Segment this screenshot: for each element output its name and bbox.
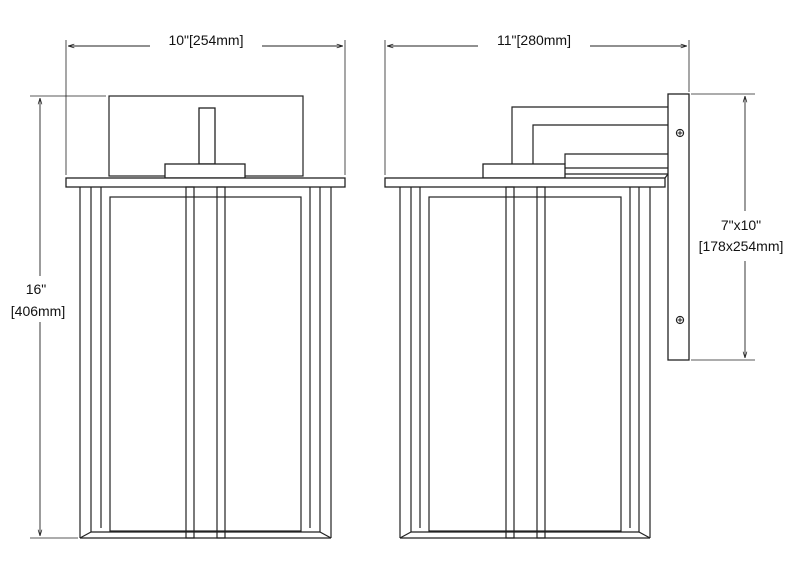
front-view: 10"[254mm] [2, 32, 346, 539]
height-label-mm: [406mm] [11, 303, 65, 319]
side-view: 11"[280mm] [384, 32, 798, 539]
side-depth-label: 11"[280mm] [497, 32, 571, 48]
front-width-label: 10"[254mm] [168, 32, 243, 48]
mounting-arm [511, 106, 669, 179]
backplate-label-in: 7"x10" [721, 217, 761, 233]
backplate-label-mm: [178x254mm] [699, 238, 784, 254]
backplate-dimension: 7"x10" [178x254mm] [691, 93, 798, 361]
side-depth-dimension: 11"[280mm] [384, 32, 690, 175]
height-label-in: 16" [26, 281, 47, 297]
front-cage [79, 186, 332, 539]
height-dimension: 16" [406mm] [2, 95, 106, 539]
side-cage [399, 186, 651, 539]
side-backplate [667, 93, 690, 361]
front-arm-stem [198, 107, 216, 165]
front-top-rim [65, 177, 346, 188]
front-width-dimension: 10"[254mm] [65, 32, 346, 175]
front-cap [164, 163, 246, 179]
side-cap [482, 163, 566, 179]
side-top-rim [384, 177, 666, 188]
